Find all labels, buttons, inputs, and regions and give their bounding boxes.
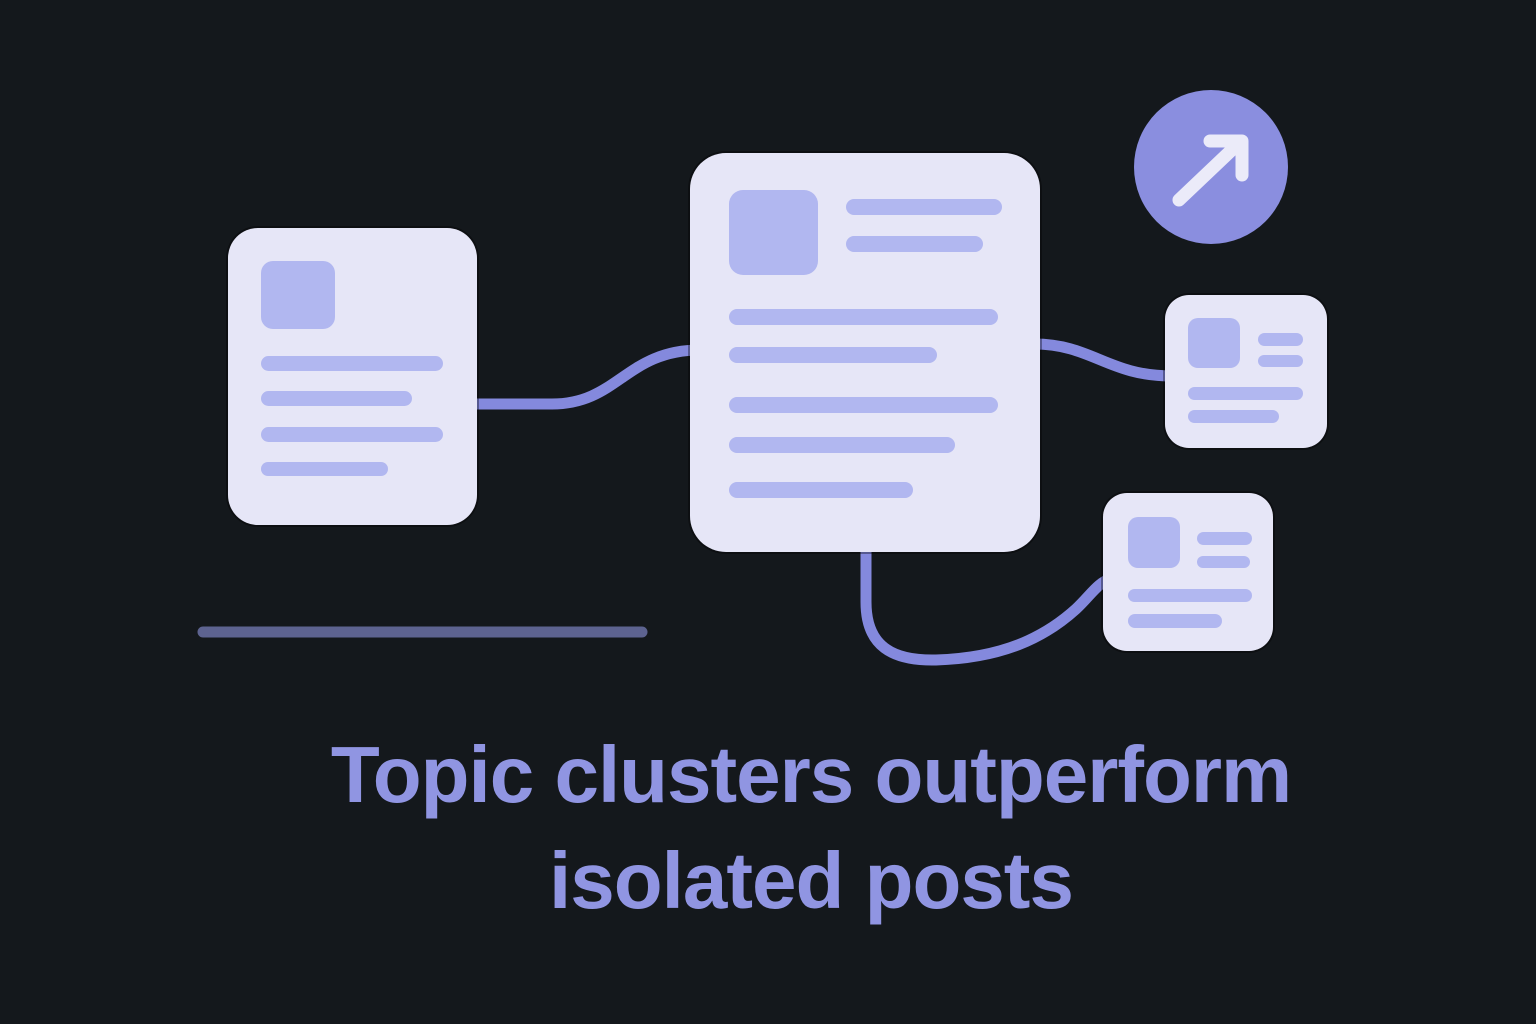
text-line-bar — [846, 236, 983, 252]
text-line-bar — [846, 199, 1002, 215]
document-card-left — [228, 228, 477, 525]
text-line-bar — [1188, 387, 1303, 400]
text-line-bar — [729, 437, 955, 453]
text-line-bar — [1197, 556, 1250, 568]
headline-line-2: isolated posts — [549, 836, 1074, 925]
text-line-bar — [1188, 410, 1279, 423]
text-line-bar — [1258, 355, 1303, 367]
text-line-bar — [1197, 532, 1252, 545]
arrow-up-right-icon — [1172, 134, 1249, 207]
text-line-bar — [1128, 614, 1222, 628]
thumbnail-square — [1128, 517, 1180, 568]
document-card-top-right — [1165, 295, 1327, 448]
text-line-bar — [729, 397, 998, 413]
thumbnail-square — [729, 190, 818, 275]
thumbnail-square — [261, 261, 335, 329]
document-card-bottom-right — [1103, 493, 1273, 651]
text-line-bar — [261, 356, 443, 371]
growth-arrow-badge — [1134, 90, 1288, 244]
connector-left-to-pillar — [456, 344, 706, 410]
connector-pillar-to-bottom-right — [860, 540, 1118, 666]
text-line-bar — [1128, 589, 1252, 602]
document-card-pillar — [690, 153, 1040, 552]
headline: Topic clusters outperform isolated posts — [211, 722, 1411, 934]
text-line-bar — [1258, 333, 1303, 346]
thumbnail-square — [1188, 318, 1240, 368]
text-line-bar — [729, 482, 913, 498]
text-line-bar — [261, 427, 443, 442]
text-line-bar — [729, 347, 937, 363]
text-line-bar — [261, 391, 412, 406]
text-line-bar — [729, 309, 998, 325]
headline-line-1: Topic clusters outperform — [330, 730, 1292, 819]
connector-pillar-to-top-right — [1028, 338, 1178, 382]
text-line-bar — [261, 462, 388, 476]
